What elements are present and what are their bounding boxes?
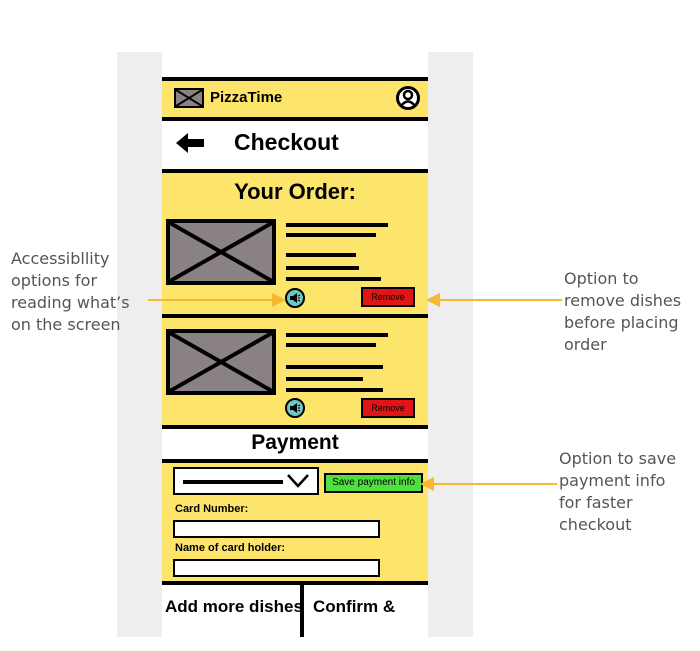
payment-section: Save payment info Card Number: Name of c… <box>162 463 428 581</box>
header-border <box>162 117 428 121</box>
app-header: PizzaTime <box>162 81 428 117</box>
top-border <box>162 77 428 81</box>
title-border <box>162 169 428 173</box>
dish-text-line <box>286 266 359 270</box>
accessibility-annotation: Accessibllity options for reading what’s… <box>11 249 130 334</box>
payment-title: Payment <box>251 431 339 454</box>
page-title: Checkout <box>234 129 339 155</box>
dish-text-line <box>286 223 388 227</box>
remove-arrow <box>436 299 562 301</box>
payment-border <box>162 459 428 463</box>
dish-image-placeholder <box>166 219 276 285</box>
bottom-action-bar: Add more dishes Confirm & pay <box>162 585 428 637</box>
confirm-pay-button[interactable]: Confirm & pay <box>313 597 396 616</box>
card-holder-input[interactable] <box>173 559 380 577</box>
back-arrow-icon[interactable] <box>176 133 206 153</box>
dropdown-value-line <box>183 480 283 484</box>
dish-item: Remove <box>162 329 428 429</box>
title-row: Checkout <box>162 121 428 169</box>
dish-text-line <box>286 253 356 257</box>
user-account-icon[interactable] <box>396 86 420 110</box>
brand-name: PizzaTime <box>210 89 283 106</box>
dish-text-line <box>286 388 383 392</box>
order-title: Your Order: <box>234 179 356 204</box>
accessibility-arrow <box>148 299 278 301</box>
dish-text-line <box>286 233 376 237</box>
save-payment-info-button[interactable]: Save payment info <box>324 473 423 493</box>
payment-header: Payment <box>162 429 428 459</box>
remove-dish-button[interactable]: Remove <box>361 287 415 307</box>
remove-annotation: Option to remove dishes before placing o… <box>564 269 682 354</box>
remove-dish-button[interactable]: Remove <box>361 398 415 418</box>
dish-item: Remove <box>162 219 428 319</box>
arrowhead-icon <box>426 293 440 307</box>
dish-text-line <box>286 333 388 337</box>
order-border <box>162 425 428 429</box>
payment-bottom-border <box>162 581 428 585</box>
dish-text-line <box>286 277 381 281</box>
speaker-accessibility-icon[interactable] <box>285 398 305 418</box>
card-number-input[interactable] <box>173 520 380 538</box>
dish-divider <box>162 314 428 318</box>
phone-screen: PizzaTime Checkout Your Order: Remove <box>162 52 428 637</box>
payment-method-dropdown[interactable] <box>173 467 319 495</box>
arrowhead-icon <box>272 293 286 307</box>
speaker-accessibility-icon[interactable] <box>285 288 305 308</box>
save-arrow <box>430 483 557 485</box>
dish-text-line <box>286 377 363 381</box>
button-divider <box>300 585 304 637</box>
dish-text-line <box>286 365 383 369</box>
card-holder-label: Name of card holder: <box>175 542 286 554</box>
add-more-dishes-button[interactable]: Add more dishes <box>165 597 303 616</box>
logo-placeholder-icon <box>174 88 204 108</box>
order-section: Your Order: Remove <box>162 173 428 425</box>
save-annotation: Option to save payment info for faster c… <box>559 449 677 534</box>
chevron-down-icon <box>287 474 309 488</box>
card-number-label: Card Number: <box>175 503 249 515</box>
dish-text-line <box>286 343 376 347</box>
arrowhead-icon <box>420 477 434 491</box>
dish-image-placeholder <box>166 329 276 395</box>
